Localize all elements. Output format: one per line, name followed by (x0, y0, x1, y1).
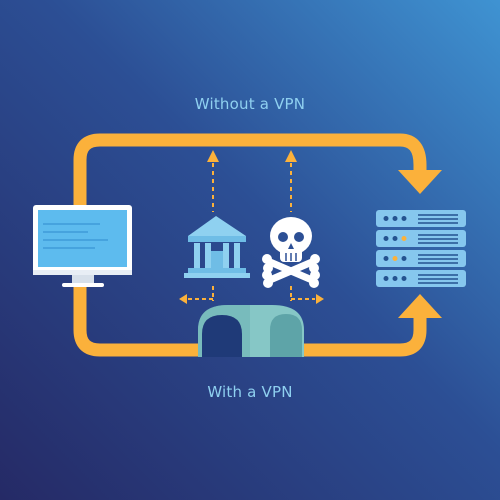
arrowhead-top (398, 170, 442, 194)
blocked-arrows (188, 286, 315, 301)
monitor-icon (33, 205, 132, 287)
tunnel-icon (198, 305, 304, 357)
label-with-vpn: With a VPN (207, 383, 293, 401)
bank-icon (184, 216, 250, 278)
label-without-vpn: Without a VPN (194, 95, 306, 113)
skull-crossbones-icon (262, 217, 320, 288)
leak-arrows (212, 163, 292, 212)
blocked-arrowhead-left (179, 294, 187, 304)
path-without-vpn (73, 133, 427, 222)
leak-arrowhead-left (207, 150, 219, 162)
arrowhead-bottom (398, 294, 442, 318)
blocked-arrowhead-right (316, 294, 324, 304)
leak-arrowhead-right (285, 150, 297, 162)
server-rack-icon (376, 210, 466, 287)
